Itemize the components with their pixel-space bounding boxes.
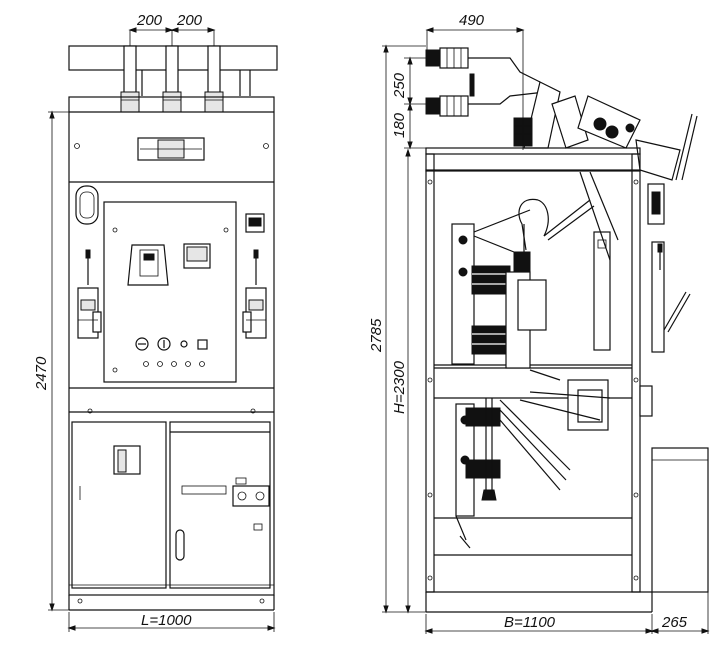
side-dim-extension: 265 xyxy=(661,614,688,631)
side-dim-upper-1: 250 xyxy=(391,72,408,99)
front-view: 200 200 2470 L=1000 xyxy=(33,12,278,632)
side-dim-depth: B=1100 xyxy=(504,614,556,631)
control-panel xyxy=(103,201,237,383)
left-mechanism xyxy=(77,249,102,339)
side-dim-top: 490 xyxy=(459,12,485,29)
front-dim-top-right: 200 xyxy=(176,12,203,29)
right-mechanism xyxy=(242,213,267,339)
side-dim-upper-2: 180 xyxy=(391,112,408,138)
front-dim-height: 2470 xyxy=(33,356,50,391)
front-dim-top-left: 200 xyxy=(136,12,163,29)
side-dim-total-height: 2785 xyxy=(368,318,385,353)
side-dim-body-height: H=2300 xyxy=(391,360,408,414)
lower-assembly xyxy=(455,391,611,549)
circuit-breaker xyxy=(451,198,595,369)
side-view: 490 250 180 2785 H=2300 B=1100 265 xyxy=(368,12,710,634)
front-dim-width: L=1000 xyxy=(141,612,192,629)
